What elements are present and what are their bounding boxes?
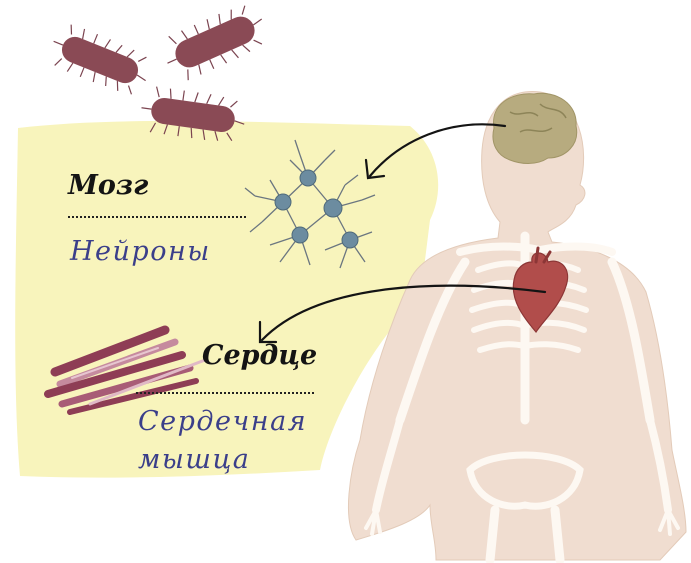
brain-divider (68, 216, 246, 218)
brain-label: Мозг (68, 170, 148, 201)
cardiac-muscle-label-line2: мышца (138, 444, 250, 475)
brain-icon (493, 93, 577, 163)
neurons-label: Нейроны (70, 236, 211, 267)
heart-divider (136, 392, 314, 394)
cardiac-muscle-label-line1: Сердечная (138, 406, 307, 437)
bacterium (45, 20, 155, 100)
heart-label: Сердце (202, 340, 317, 371)
bacterium (158, 0, 273, 85)
